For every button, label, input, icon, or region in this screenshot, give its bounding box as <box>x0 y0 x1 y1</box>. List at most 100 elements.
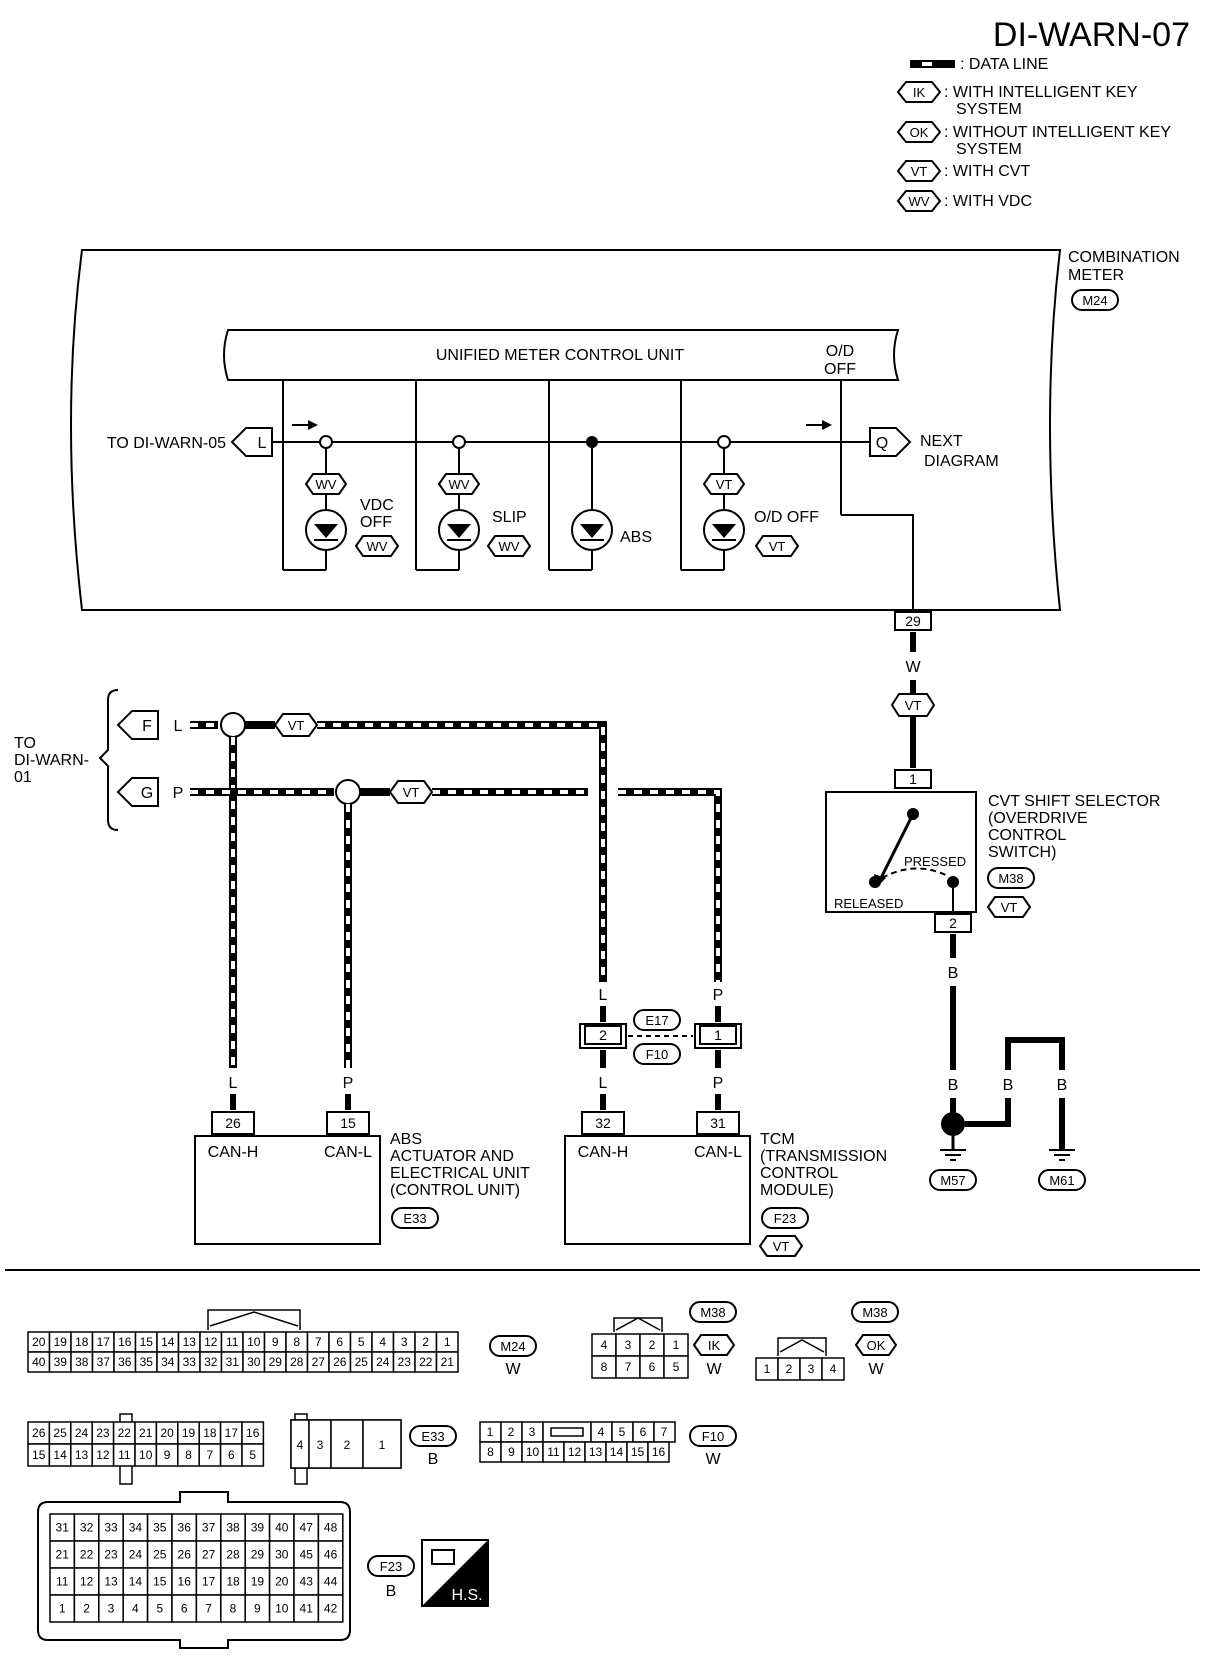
f23-cell <box>317 1594 344 1623</box>
next-diagram-label: NEXT <box>920 433 963 450</box>
f23-pin: 32 <box>80 1521 94 1535</box>
legend: : DATA LINE IK : WITH INTELLIGENT KEY SY… <box>896 56 1171 212</box>
to-di-warn-05-connector: L <box>258 435 267 452</box>
m38-ok-cell <box>821 1357 845 1381</box>
m38-ik-pin: 6 <box>649 1360 656 1374</box>
f23-cell <box>98 1540 124 1569</box>
ground-m61: M61 <box>1049 1173 1074 1188</box>
f23-pin: 36 <box>178 1521 192 1535</box>
svg-text:VDC: VDC <box>360 497 394 514</box>
f23-cell <box>317 1513 344 1542</box>
m24-pin: 20 <box>32 1335 46 1349</box>
m24-pin: 9 <box>272 1335 279 1349</box>
e33-pin: 16 <box>246 1426 260 1440</box>
f10-pin: 4 <box>598 1425 605 1439</box>
next-diagram-label2: DIAGRAM <box>924 453 999 470</box>
e33-big-pin: 3 <box>317 1438 324 1452</box>
svg-text:SLIP: SLIP <box>492 509 527 526</box>
f23-pin: 9 <box>254 1602 261 1616</box>
m38-ik-color: W <box>706 1361 722 1378</box>
m24-pin: 18 <box>75 1335 89 1349</box>
page-id: DI-WARN-07 <box>993 16 1190 54</box>
svg-text:F10: F10 <box>646 1047 668 1062</box>
svg-text:P: P <box>343 1075 354 1092</box>
legend-vt-tag: VT <box>911 164 928 179</box>
e33-pin: 20 <box>160 1426 174 1440</box>
f23-pin: 42 <box>324 1602 338 1616</box>
m24-pin: 10 <box>247 1335 261 1349</box>
f23-cell <box>268 1540 295 1569</box>
lamp-abs: ABS <box>549 436 652 571</box>
m24-pin: 5 <box>358 1335 365 1349</box>
svg-text:29: 29 <box>905 613 921 629</box>
svg-text:1: 1 <box>909 771 917 787</box>
e33-pin: 14 <box>53 1448 67 1462</box>
f10-pin: 15 <box>631 1445 645 1459</box>
e33-pin: 22 <box>118 1426 132 1440</box>
tcm-unit: 32 31 CAN-H CAN-L TCM (TRANSMISSION CONT… <box>564 1111 887 1257</box>
harness-side-symbol: H.S. <box>421 1539 489 1607</box>
f23-pin: 46 <box>324 1548 338 1562</box>
f10-pin: 16 <box>652 1445 666 1459</box>
f23-pin: 23 <box>104 1548 118 1562</box>
f23-pin: 6 <box>181 1602 188 1616</box>
m38-ok-color: W <box>868 1361 884 1378</box>
svg-text:CAN-H: CAN-H <box>208 1144 259 1161</box>
legend-ok-tag: OK <box>910 125 929 140</box>
f23-pin: 4 <box>132 1602 139 1616</box>
f10-pin: 11 <box>547 1445 560 1459</box>
m24-pin: 22 <box>419 1355 433 1369</box>
e33-pin: 19 <box>182 1426 196 1440</box>
to-di-warn-01: TO DI-WARN- 01 F L G P <box>14 689 183 831</box>
m24-pin: 36 <box>118 1355 132 1369</box>
f10-cell <box>647 1441 670 1463</box>
od-off-label: O/D <box>826 343 854 360</box>
e33-pin: 8 <box>185 1448 192 1462</box>
e33-color: B <box>428 1451 439 1468</box>
f23-pin: 20 <box>275 1575 289 1589</box>
svg-text:WV: WV <box>367 539 388 554</box>
e33-big-pin: 2 <box>344 1438 351 1452</box>
svg-text:VT: VT <box>773 1239 790 1254</box>
m38-ok-pin: 3 <box>808 1362 815 1376</box>
svg-text:O/D OFF: O/D OFF <box>754 509 819 526</box>
svg-text:TCM: TCM <box>760 1131 795 1148</box>
m38-ik-hex-label: IK <box>708 1338 721 1353</box>
svg-text:2: 2 <box>599 1027 607 1043</box>
f10-pin: 5 <box>619 1425 626 1439</box>
unified-meter-control-unit: UNIFIED METER CONTROL UNIT <box>436 347 685 364</box>
f23-pin: 15 <box>153 1575 167 1589</box>
f10-pin: 3 <box>529 1425 536 1439</box>
f23-pin: 1 <box>59 1602 66 1616</box>
e33-pin: 18 <box>203 1426 217 1440</box>
f23-cell <box>49 1567 76 1596</box>
svg-text:VT: VT <box>403 785 420 800</box>
m38-ok-pin: 1 <box>764 1362 771 1376</box>
svg-text:WV: WV <box>316 477 337 492</box>
next-diagram-connector: Q <box>876 435 888 452</box>
m38-ik-tag <box>689 1301 737 1323</box>
legend-ik-text2: SYSTEM <box>956 101 1022 118</box>
f23-cell <box>317 1540 344 1569</box>
m24-pin: 24 <box>376 1355 390 1369</box>
f23-pin: 13 <box>104 1575 118 1589</box>
e33-big-pin: 1 <box>379 1438 386 1452</box>
f23-pin: 45 <box>300 1548 314 1562</box>
m24-pin: 12 <box>204 1335 218 1349</box>
svg-text:(TRANSMISSION: (TRANSMISSION <box>760 1148 887 1165</box>
f23-pin: 14 <box>129 1575 143 1589</box>
f23-pin: 35 <box>153 1521 167 1535</box>
svg-text:26: 26 <box>225 1115 241 1131</box>
m38-ik-tag-label: M38 <box>700 1305 725 1320</box>
f23-pin: 29 <box>251 1548 265 1562</box>
f23-pin: 19 <box>251 1575 265 1589</box>
f10-pin: 7 <box>661 1425 668 1439</box>
m24-pin: 16 <box>118 1335 132 1349</box>
svg-text:L: L <box>174 718 183 735</box>
e33-pin: 11 <box>118 1448 131 1462</box>
f23-pin: 37 <box>202 1521 216 1535</box>
svg-text:(OVERDRIVE: (OVERDRIVE <box>988 810 1088 827</box>
m24-pin: 1 <box>444 1335 451 1349</box>
svg-text:B: B <box>1057 1077 1068 1094</box>
